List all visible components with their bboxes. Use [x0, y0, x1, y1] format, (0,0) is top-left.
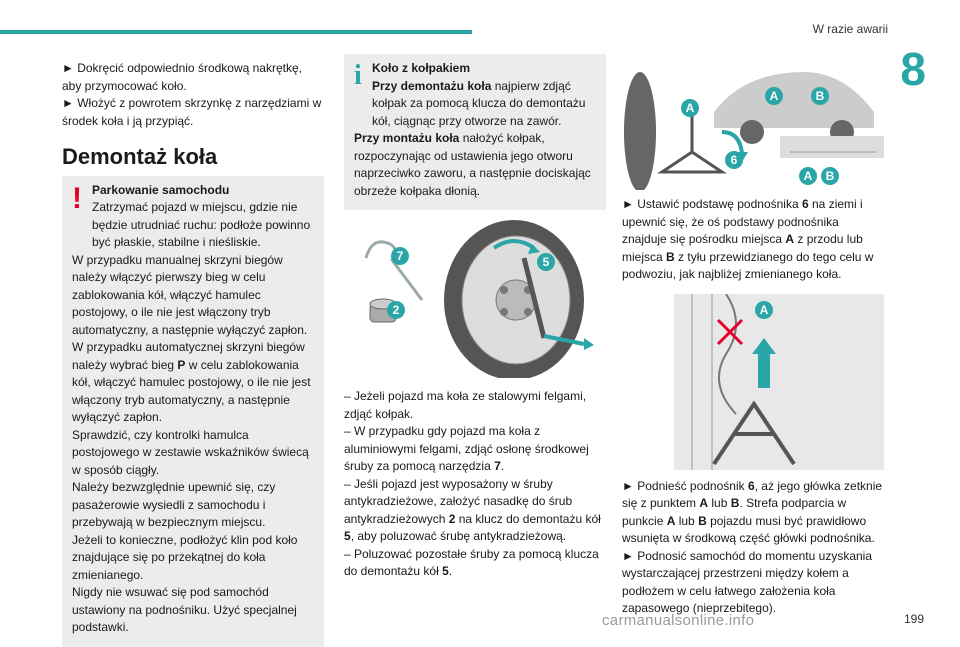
label-7: 7 [397, 249, 404, 263]
page-number: 199 [903, 612, 924, 626]
header-accent-bar [0, 30, 472, 34]
dash-loosen-bolts: – Poluzować pozostałe śruby za pomocą kl… [344, 546, 599, 579]
info-p1: Przy demontażu koła najpierw zdjąć kołpa… [372, 78, 586, 128]
section-title: W razie awarii [812, 22, 888, 36]
label-a: A [770, 89, 779, 103]
watermark-text: carmanualsonline.info [602, 612, 755, 629]
column-3: A 6 A B A B ► Ustawić podstawę podnośnik… [622, 52, 884, 618]
para-lift-car: ► Podnosić samochód do momentu uzyskania… [622, 548, 873, 616]
warning-line-auto: W przypadku automatycznej skrzyni biegów… [72, 340, 311, 424]
wheel-tools-illustration: 7 5 2 [344, 218, 606, 378]
para-raise-jack: ► Podnieść podnośnik 6, aż jego główka z… [622, 478, 883, 546]
jack-position-illustration: A 6 A B A B [622, 52, 884, 190]
info-title: Koło z kołpakiem [372, 61, 471, 75]
section-heading: Demontaż koła [62, 144, 218, 169]
para-position-jack: ► Ustawić podstawę podnośnika 6 na ziemi… [622, 197, 874, 281]
jack-head-illustration: A [622, 293, 884, 470]
label-a: A [686, 101, 695, 115]
warning-box: ! Parkowanie samochodu Zatrzymać pojazd … [62, 175, 324, 647]
info-p2: Przy montażu koła nałożyć kołpak, rozpoc… [354, 131, 591, 198]
label-a: A [760, 303, 769, 317]
warning-exclamation-icon: ! [72, 181, 82, 215]
label-a: A [804, 169, 813, 183]
bullet-tighten-nut: ► Dokręcić odpowiednio środkową nakrętkę… [62, 61, 302, 93]
warning-line: Należy bezwzględnie upewnić się, czy pas… [72, 480, 276, 529]
warning-title: Parkowanie samochodu [92, 182, 230, 197]
column-2: i Koło z kołpakiem Przy demontażu koła n… [344, 54, 606, 581]
info-icon: i [354, 60, 362, 91]
chapter-number: 8 [900, 43, 926, 95]
warning-line: Jeżeli to konieczne, podłożyć klin pod k… [72, 532, 298, 582]
warning-line: Nigdy nie wsuwać się pod samochód ustawi… [72, 585, 297, 634]
warning-line: Sprawdzić, czy kontrolki hamulca postojo… [72, 427, 309, 477]
label-b: B [816, 89, 825, 103]
column-1: ► Dokręcić odpowiednio środkową nakrętkę… [62, 60, 324, 647]
label-b: B [826, 169, 835, 183]
dash-steel-rims: – Jeżeli pojazd ma koła ze stalowymi fel… [344, 389, 587, 421]
dash-anti-theft: – Jeśli pojazd jest wyposażony w śruby a… [344, 476, 601, 544]
dash-alu-rims: – W przypadku gdy pojazd ma koła z alumi… [344, 424, 589, 473]
label-2: 2 [393, 303, 400, 317]
label-6: 6 [731, 153, 738, 167]
warning-line: W przypadku manualnej skrzyni biegów nal… [72, 252, 308, 337]
warning-line: Zatrzymać pojazd w miejscu, gdzie nie bę… [92, 200, 311, 249]
info-box: i Koło z kołpakiem Przy demontażu koła n… [344, 54, 606, 210]
label-5: 5 [543, 255, 550, 269]
bullet-insert-toolbox: ► Włożyć z powrotem skrzynkę z narzędzia… [62, 96, 322, 128]
